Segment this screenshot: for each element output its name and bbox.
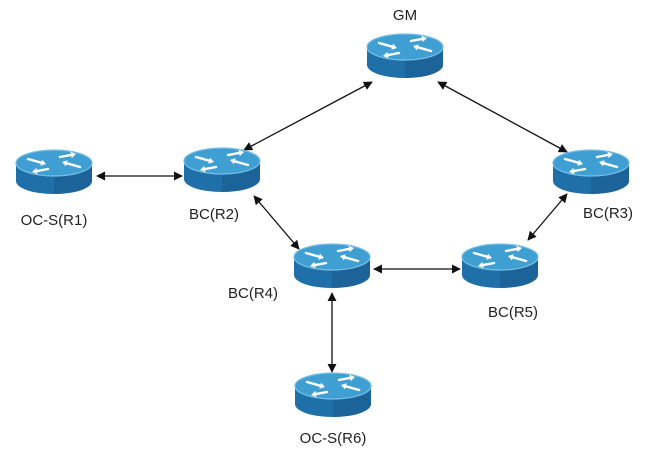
router-arrow-head <box>348 245 354 253</box>
links-layer <box>96 81 568 373</box>
router-arrow-shaft <box>563 157 580 164</box>
router-arrow-shaft <box>305 380 322 387</box>
router-arrow-shaft <box>481 261 496 267</box>
router-arrow-shaft <box>504 247 519 253</box>
router-arrow-shaft <box>337 376 352 382</box>
node-label-gm: GM <box>393 7 417 24</box>
router-arrow-head <box>70 151 76 159</box>
router-arrow-shaft <box>343 256 360 263</box>
router-top <box>294 372 372 400</box>
router-node-r3: BC(R3) <box>552 149 633 222</box>
router-body-shade <box>333 386 371 417</box>
router-arrow-head <box>32 167 38 175</box>
router-icon <box>552 149 630 194</box>
link-r3-r5 <box>527 193 568 241</box>
router-arrow-head <box>319 382 325 389</box>
router-arrow-head <box>200 165 206 173</box>
router-arrow-head <box>421 35 427 43</box>
router-arrow-head <box>310 261 316 269</box>
router-arrow-head <box>569 167 575 175</box>
router-arrow-head <box>413 44 419 51</box>
router-arrow-head <box>383 51 389 59</box>
router-arrow-shaft <box>203 165 218 171</box>
router-node-gm: GM <box>366 7 444 78</box>
router-body-shade <box>591 163 629 194</box>
link-r2-gm <box>243 81 373 151</box>
router-arrow-shaft <box>194 155 211 162</box>
router-node-r5: BC(R5) <box>461 243 539 321</box>
router-arrow-head <box>230 158 236 165</box>
router-arrow-head <box>238 149 244 157</box>
router-arrow-head <box>508 254 514 261</box>
router-body-shade <box>332 257 370 288</box>
node-label-r2: BC(R2) <box>189 206 239 223</box>
router-arrow-shaft <box>602 162 619 169</box>
node-label-r6: OC-S(R6) <box>300 430 367 447</box>
router-top <box>366 33 444 61</box>
router-arrow-shaft <box>313 261 328 267</box>
node-label-r4: BC(R4) <box>228 285 278 302</box>
router-node-r1: OC-S(R1) <box>15 149 93 229</box>
router-arrow-shaft <box>35 167 50 173</box>
router-arrow-head <box>478 261 484 269</box>
router-node-r2: BC(R2) <box>183 147 261 223</box>
link-gm-r3 <box>437 81 568 153</box>
router-arrow-head <box>62 160 68 167</box>
router-arrow-head <box>208 157 214 164</box>
router-body-shade <box>500 257 538 288</box>
node-label-r1: OC-S(R1) <box>21 212 88 229</box>
router-arrow-head <box>311 390 317 398</box>
router-node-r6: OC-S(R6) <box>294 372 372 447</box>
router-arrow-head <box>516 245 522 253</box>
router-arrow-head <box>577 159 583 166</box>
router-arrow-shaft <box>314 390 329 396</box>
router-node-r4: BC(R4) <box>228 243 371 302</box>
router-arrow-head <box>391 43 397 50</box>
node-label-r3: BC(R3) <box>583 205 633 222</box>
router-arrow-head <box>40 159 46 166</box>
link-r2-r4 <box>253 195 300 250</box>
router-arrow-shaft <box>304 251 321 258</box>
router-arrow-shaft <box>409 37 424 43</box>
router-top <box>15 149 93 177</box>
router-arrow-shaft <box>233 160 250 167</box>
router-arrow-shaft <box>344 385 361 392</box>
router-icon <box>294 372 372 417</box>
router-top <box>293 243 371 271</box>
router-top <box>183 147 261 175</box>
router-arrow-shaft <box>386 51 401 57</box>
router-top <box>552 149 630 177</box>
router-arrow-shaft <box>416 46 433 53</box>
router-icon <box>461 243 539 288</box>
router-icon <box>15 149 93 194</box>
router-icon <box>366 33 444 78</box>
router-arrow-shaft <box>377 41 394 48</box>
router-arrow-head <box>607 151 613 159</box>
router-icon <box>183 147 261 192</box>
router-arrow-shaft <box>572 167 587 173</box>
router-arrow-shaft <box>226 151 241 157</box>
router-arrow-head <box>486 253 492 260</box>
router-arrow-shaft <box>26 157 43 164</box>
router-top <box>461 243 539 271</box>
router-arrow-head <box>349 374 355 382</box>
router-arrow-shaft <box>65 162 82 169</box>
router-arrow-shaft <box>595 153 610 159</box>
router-body-shade <box>222 161 260 192</box>
router-arrow-shaft <box>336 247 351 253</box>
nodes-layer: GM OC-S(R1) BC(R2) BC(R3) BC(R4) BC(R5) … <box>15 7 633 447</box>
router-arrow-head <box>340 254 346 261</box>
router-arrow-shaft <box>58 153 73 159</box>
node-label-r5: BC(R5) <box>488 304 538 321</box>
router-body-shade <box>405 47 443 78</box>
router-arrow-shaft <box>511 256 528 263</box>
router-arrow-head <box>341 383 347 390</box>
router-arrow-head <box>599 160 605 167</box>
router-arrow-head <box>318 253 324 260</box>
router-body-shade <box>54 163 92 194</box>
router-arrow-shaft <box>472 251 489 258</box>
router-icon <box>293 243 371 288</box>
